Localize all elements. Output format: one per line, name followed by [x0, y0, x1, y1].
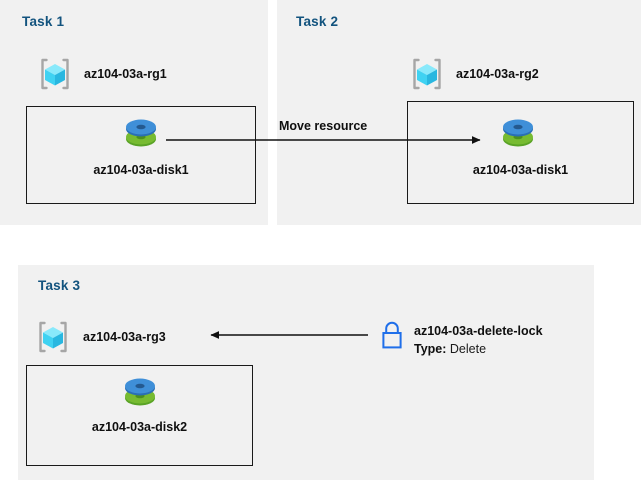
delete-lock-type: Type: Delete: [414, 342, 486, 356]
padlock-icon: [378, 320, 406, 350]
disk-icon: [121, 114, 161, 154]
resource-group-cube-icon: [38, 57, 72, 91]
task2-resource-group-name: az104-03a-rg2: [456, 67, 539, 81]
task3-resource-group-name: az104-03a-rg3: [83, 330, 166, 344]
move-resource-label: Move resource: [279, 119, 368, 133]
task1-resource-name: az104-03a-disk1: [93, 163, 189, 177]
task2-resource-name: az104-03a-disk1: [472, 163, 569, 177]
delete-lock-type-value: Delete: [449, 342, 487, 356]
task2-panel: [277, 0, 641, 225]
task3-resource-box: [26, 365, 253, 466]
task1-resource-box: [26, 106, 256, 204]
task1-panel: [0, 0, 268, 225]
task1-resource-group-name: az104-03a-rg1: [84, 67, 167, 81]
task2-label: Task 2: [296, 14, 339, 29]
delete-lock-arrow: [0, 265, 641, 480]
move-resource-arrow: [0, 0, 641, 225]
task2-resource-box: [407, 101, 634, 204]
resource-group-cube-icon: [36, 320, 70, 354]
delete-lock-type-label: Type:: [414, 342, 447, 356]
task3-label: Task 3: [38, 278, 81, 293]
task1-label: Task 1: [22, 14, 65, 29]
resource-group-cube-icon: [410, 57, 444, 91]
task3-resource-name: az104-03a-disk2: [91, 420, 188, 434]
task3-panel: [18, 265, 594, 480]
disk-icon: [120, 373, 160, 413]
delete-lock-name: az104-03a-delete-lock: [414, 324, 543, 338]
disk-icon: [498, 114, 538, 154]
